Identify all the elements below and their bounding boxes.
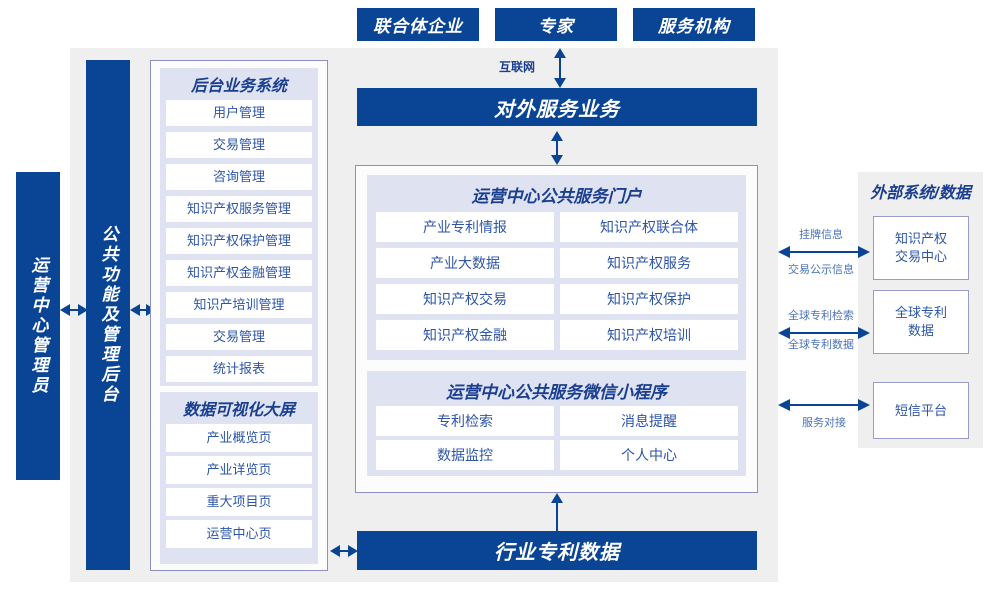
- external-service-label: 对外服务业务: [494, 98, 620, 121]
- backend-item-5[interactable]: 知识产权金融管理: [166, 260, 312, 286]
- external-service-bar: 对外服务业务: [357, 88, 757, 126]
- dataviz-title: 数据可视化大屏: [182, 402, 295, 419]
- backend-item-label: 知识产培训管理: [193, 296, 285, 312]
- backend-item-6[interactable]: 知识产培训管理: [166, 292, 312, 318]
- miniprogram-title: 运营中心公共服务微信小程序: [446, 382, 667, 402]
- role-operator-bar: 运营中心管理员: [16, 172, 60, 480]
- portal-item-label: 知识产权金融: [423, 326, 507, 343]
- backend-item-3[interactable]: 知识产权服务管理: [166, 196, 312, 222]
- portal-item-label: 知识产权培训: [607, 326, 691, 343]
- external-item-0[interactable]: 知识产权 交易中心: [873, 216, 969, 280]
- top-actor-0: 联合体企业: [357, 8, 479, 41]
- portal-to-data-arrow: [551, 493, 563, 531]
- external-edge-0-arrow: [778, 246, 870, 258]
- external-edge-0-above: 挂牌信息: [799, 229, 843, 241]
- top-actor-label: 专家: [538, 17, 574, 36]
- backend-item-label: 交易管理: [212, 328, 265, 344]
- portal-item-label: 知识产权联合体: [600, 218, 698, 235]
- miniprogram-item-label: 数据监控: [437, 446, 493, 463]
- miniprogram-item-3[interactable]: 个人中心: [560, 440, 738, 470]
- external-edge-2-below: 服务对接: [802, 417, 846, 429]
- backend-item-label: 用户管理: [212, 104, 265, 120]
- top-actor-2: 服务机构: [633, 8, 755, 41]
- top-actor-label: 服务机构: [658, 17, 730, 36]
- portal-item-label: 知识产权服务: [607, 254, 691, 271]
- external-edge-1-arrow: [778, 327, 870, 339]
- industry-data-bar: 行业专利数据: [357, 531, 757, 570]
- portal-item-0[interactable]: 产业专利情报: [376, 212, 554, 242]
- dataviz-item-label: 重大项目页: [206, 493, 272, 509]
- miniprogram-item-label: 消息提醒: [621, 412, 677, 429]
- miniprogram-item-0[interactable]: 专利检索: [376, 406, 554, 436]
- backoffice-to-data-arrow: [330, 545, 358, 557]
- portal-item-label: 产业大数据: [430, 254, 500, 271]
- portal-item-label: 知识产权交易: [423, 290, 507, 307]
- backend-item-label: 知识产权服务管理: [186, 200, 291, 216]
- portal-item-label: 产业专利情报: [423, 218, 507, 235]
- backend-item-1[interactable]: 交易管理: [166, 132, 312, 158]
- portal-item-2[interactable]: 产业大数据: [376, 248, 554, 278]
- miniprogram-item-2[interactable]: 数据监控: [376, 440, 554, 470]
- role-backoffice-bar: 公共功能及管理后台: [86, 60, 130, 570]
- backend-item-label: 统计报表: [212, 360, 265, 376]
- portal-title: 运营中心公共服务门户: [471, 186, 642, 206]
- role-backoffice-label: 公共功能及管理后台: [98, 225, 118, 405]
- portal-item-6[interactable]: 知识产权金融: [376, 320, 554, 350]
- backend-item-7[interactable]: 交易管理: [166, 324, 312, 350]
- internet-label: 互联网: [498, 60, 535, 74]
- external-item-label: 全球专利 数据: [894, 305, 947, 338]
- backend-item-label: 交易管理: [212, 136, 265, 152]
- external-title: 外部系统/数据: [870, 185, 971, 202]
- top-actor-1: 专家: [495, 8, 617, 41]
- portal-item-5[interactable]: 知识产权保护: [560, 284, 738, 314]
- portal-item-4[interactable]: 知识产权交易: [376, 284, 554, 314]
- external-item-1[interactable]: 全球专利 数据: [873, 290, 969, 354]
- top-actor-label: 联合体企业: [373, 17, 463, 36]
- dataviz-item-1[interactable]: 产业详览页: [166, 456, 312, 484]
- backend-item-label: 咨询管理: [212, 168, 265, 184]
- portal-item-7[interactable]: 知识产权培训: [560, 320, 738, 350]
- external-edge-0-below: 交易公示信息: [788, 264, 854, 276]
- backend-item-4[interactable]: 知识产权保护管理: [166, 228, 312, 254]
- portal-item-1[interactable]: 知识产权联合体: [560, 212, 738, 242]
- industry-data-label: 行业专利数据: [494, 542, 620, 564]
- external-item-label: 短信平台: [894, 402, 947, 418]
- backend-item-label: 知识产权保护管理: [186, 232, 291, 248]
- dataviz-item-3[interactable]: 运营中心页: [166, 520, 312, 548]
- portal-item-3[interactable]: 知识产权服务: [560, 248, 738, 278]
- backend-title: 后台业务系统: [190, 78, 287, 95]
- service-to-portal-arrow: [551, 131, 563, 165]
- backend-item-0[interactable]: 用户管理: [166, 100, 312, 126]
- operator-backoffice-arrow: [60, 304, 88, 316]
- portal-item-label: 知识产权保护: [607, 290, 691, 307]
- external-item-label: 知识产权 交易中心: [894, 231, 947, 264]
- external-edge-1-below: 全球专利数据: [788, 339, 854, 351]
- dataviz-item-label: 产业详览页: [206, 461, 272, 477]
- internet-arrow: [554, 48, 566, 88]
- dataviz-item-2[interactable]: 重大项目页: [166, 488, 312, 516]
- external-edge-1-above: 全球专利检索: [788, 310, 854, 322]
- miniprogram-item-label: 个人中心: [621, 446, 677, 463]
- miniprogram-item-1[interactable]: 消息提醒: [560, 406, 738, 436]
- role-operator-label: 运营中心管理员: [28, 256, 48, 396]
- external-item-2[interactable]: 短信平台: [873, 382, 969, 439]
- backend-item-label: 知识产权金融管理: [186, 264, 291, 280]
- backend-item-8[interactable]: 统计报表: [166, 356, 312, 382]
- dataviz-item-label: 运营中心页: [206, 525, 272, 541]
- dataviz-item-0[interactable]: 产业概览页: [166, 424, 312, 452]
- dataviz-item-label: 产业概览页: [206, 429, 272, 445]
- external-edge-2-arrow: [778, 399, 870, 411]
- miniprogram-item-label: 专利检索: [437, 412, 493, 429]
- backend-item-2[interactable]: 咨询管理: [166, 164, 312, 190]
